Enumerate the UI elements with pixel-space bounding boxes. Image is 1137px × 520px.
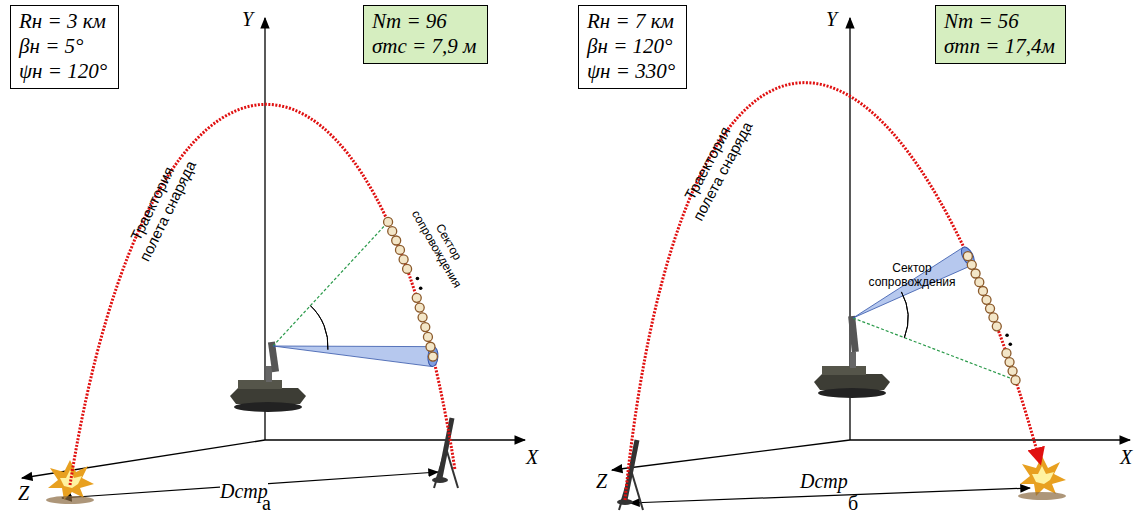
- parameter-text: βн = 5°: [19, 34, 110, 59]
- tracking-point: [384, 217, 393, 226]
- tracking-point: [963, 252, 972, 261]
- sector-label: Сектор сопровождения: [862, 262, 962, 290]
- tracking-point: [967, 260, 976, 269]
- sector-line: [853, 318, 1016, 380]
- parameter-box: Rн = 3 кмβн = 5°ψн = 120°: [10, 5, 119, 89]
- ellipsis-dot: [1005, 333, 1009, 337]
- range-label: Dстр: [800, 470, 848, 493]
- tracking-point: [412, 293, 421, 302]
- parameter-text: βн = 120°: [587, 34, 678, 59]
- ellipsis-dot: [1008, 342, 1012, 346]
- parameter-text: ψн = 330°: [587, 59, 678, 84]
- tracking-point: [418, 313, 427, 322]
- tracking-point: [428, 352, 437, 361]
- tracking-point: [421, 323, 430, 332]
- axis-label: Y: [242, 8, 253, 31]
- sector-arc: [901, 292, 908, 338]
- tracking-point: [971, 269, 980, 278]
- projectile-trajectory: [70, 104, 455, 485]
- trajectory-label: Траектория полета снаряда: [672, 106, 759, 228]
- axis-label: Z: [18, 482, 29, 505]
- ellipsis-dot: [416, 277, 420, 281]
- parameter-box: Rн = 7 кмβн = 120°ψн = 330°: [578, 5, 687, 89]
- result-box: Nт = 56σтп = 17,4м: [935, 5, 1066, 64]
- parameter-text: Nт = 96: [372, 9, 479, 34]
- axis-label: X: [1120, 446, 1132, 469]
- ellipsis-dot: [419, 286, 423, 290]
- tracking-point: [399, 255, 408, 264]
- tracking-point: [392, 236, 401, 245]
- tracking-point: [423, 332, 432, 341]
- tracking-point: [426, 342, 435, 351]
- radar-beam: [273, 346, 434, 367]
- tracking-point: [403, 264, 412, 273]
- sector-label: Сектор сопровождения: [405, 196, 479, 296]
- tracking-point: [986, 304, 995, 313]
- parameter-text: Rн = 3 км: [19, 9, 110, 34]
- tracking-point: [989, 313, 998, 322]
- parameter-text: Nт = 56: [944, 9, 1057, 34]
- parameter-text: ψн = 120°: [19, 59, 110, 84]
- parameter-text: Rн = 7 км: [587, 9, 678, 34]
- tracking-point: [388, 227, 397, 236]
- axis-label: X: [526, 446, 538, 469]
- radar-beam: [853, 247, 973, 318]
- panel-letter: а: [262, 492, 271, 515]
- parameter-text: σтс = 7,9 м: [372, 34, 479, 59]
- tracking-point: [978, 286, 987, 295]
- tracking-point: [975, 278, 984, 287]
- tracking-point: [1002, 349, 1011, 358]
- sector-arc: [310, 306, 328, 350]
- projectile-trajectory: [625, 83, 1040, 500]
- axis-label: Y: [826, 8, 837, 31]
- sector-line: [273, 222, 388, 346]
- range-label: Dстр: [220, 480, 268, 503]
- tracking-point: [415, 303, 424, 312]
- tracking-point: [992, 322, 1001, 331]
- tracking-point: [1005, 358, 1014, 367]
- tracking-point: [982, 295, 991, 304]
- result-box: Nт = 96σтс = 7,9 м: [363, 5, 488, 64]
- tracking-point: [1011, 376, 1020, 385]
- tracking-point: [395, 245, 404, 254]
- parameter-text: σтп = 17,4м: [944, 34, 1057, 59]
- tracking-point: [1008, 367, 1017, 376]
- panel-letter: б: [848, 492, 858, 515]
- axis-label: Z: [596, 470, 607, 493]
- trajectory-label: Траектория полета снаряда: [118, 146, 202, 269]
